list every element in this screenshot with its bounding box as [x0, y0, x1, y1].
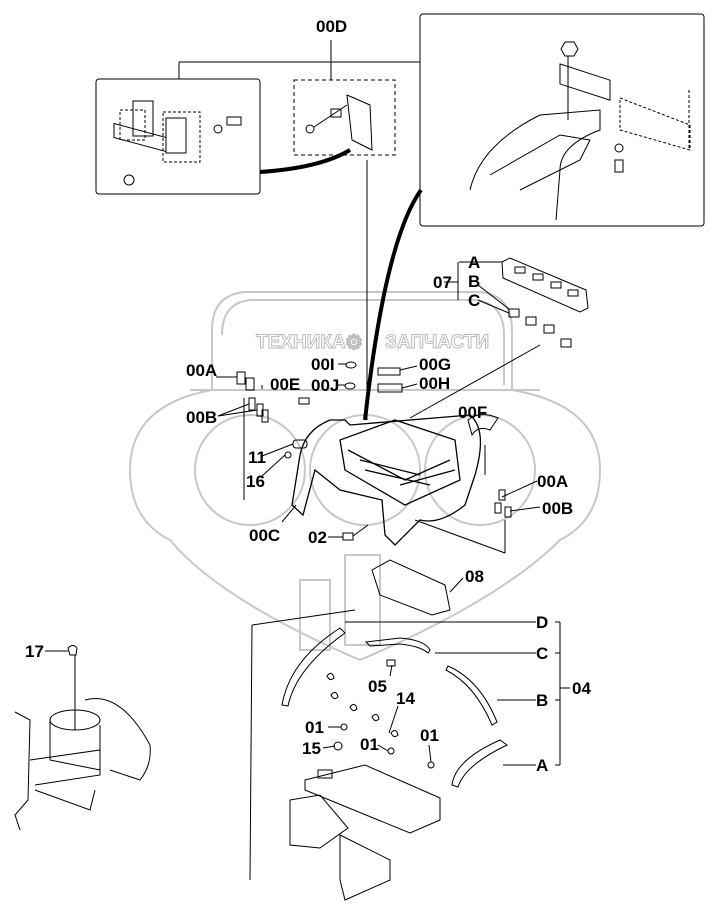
label-00E: 00E — [270, 375, 301, 394]
label-01-c: 01 — [420, 726, 439, 745]
label-07-B: B — [468, 272, 481, 291]
part-00D-detail — [305, 94, 373, 151]
watermark-text-right: ЗАПЧАСТИ — [384, 332, 490, 354]
floor-plate — [289, 764, 441, 901]
harness-curve-left — [259, 148, 352, 174]
label-14: 14 — [396, 689, 415, 708]
label-00B-left: 00B — [186, 408, 218, 427]
label-15: 15 — [302, 739, 321, 758]
harness-curve-right — [363, 188, 423, 421]
console-cover-detail — [469, 41, 691, 221]
label-00G: 00G — [419, 355, 452, 374]
label-00A-right: 00A — [537, 472, 569, 491]
detail-box-right — [419, 13, 705, 227]
label-16: 16 — [246, 472, 265, 491]
bracket-08 — [371, 559, 451, 616]
leader-lines — [45, 261, 570, 766]
watermark-text-left: ТЕХНИКА — [256, 332, 347, 354]
heater-unit — [14, 645, 151, 831]
label-04-D: D — [536, 613, 549, 632]
label-00A-left: 00A — [186, 361, 218, 380]
label-01-b: 01 — [360, 735, 379, 754]
label-07-C: C — [468, 291, 481, 310]
gear-icon: ⚙ — [345, 332, 364, 355]
label-00D: 00D — [316, 17, 348, 36]
bracket-plates — [113, 100, 242, 186]
label-00F: 00F — [458, 403, 488, 422]
label-02: 02 — [308, 528, 327, 547]
label-17: 17 — [25, 642, 44, 661]
label-01-a: 01 — [305, 718, 324, 737]
label-07-A: A — [468, 253, 481, 272]
label-04-B: B — [536, 691, 549, 710]
label-00I: 00I — [311, 355, 335, 374]
seal-strips-04 — [281, 627, 508, 788]
label-04-A: A — [536, 756, 549, 775]
label-07: 07 — [433, 273, 452, 292]
label-00H: 00H — [419, 374, 451, 393]
detail-box-00D — [293, 79, 396, 156]
label-08: 08 — [465, 567, 484, 586]
detail-box-left — [95, 78, 261, 195]
console-box — [291, 414, 482, 546]
label-05: 05 — [368, 677, 387, 696]
switch-panel-07 — [409, 257, 589, 419]
label-00B-right: 00B — [542, 499, 574, 518]
label-11: 11 — [248, 448, 266, 467]
label-00J: 00J — [311, 376, 340, 395]
label-04: 04 — [572, 679, 591, 698]
label-00C: 00C — [249, 526, 281, 545]
label-04-C: C — [536, 644, 549, 663]
